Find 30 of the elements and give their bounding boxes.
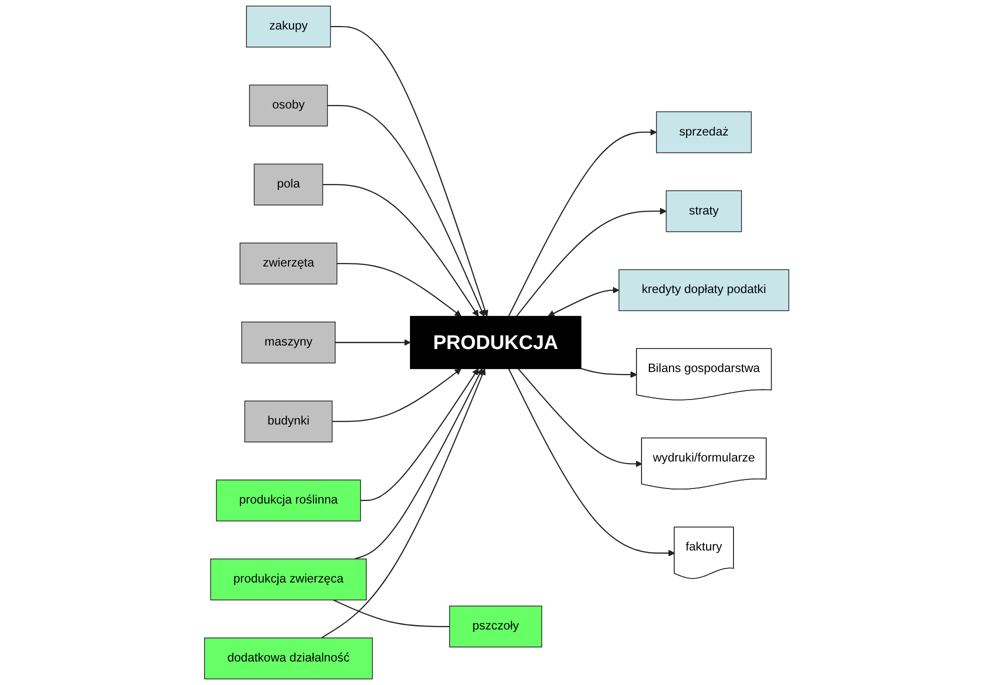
node-box: zakupy — [246, 6, 332, 48]
arrow — [548, 286, 620, 316]
arrow — [332, 368, 462, 422]
node-box: kredyty dopłaty podatki — [618, 269, 790, 312]
node-box: zwierzęta — [240, 242, 338, 284]
node-box: straty — [666, 190, 742, 232]
arrow — [508, 128, 658, 317]
node-box: pszczoły — [450, 606, 542, 648]
node-box: sprzedaż — [656, 111, 752, 154]
arrow — [337, 262, 462, 317]
node-box: pola — [254, 164, 324, 206]
arrow — [516, 208, 667, 317]
arrow — [360, 368, 479, 502]
arrow — [330, 26, 489, 317]
arrow — [328, 105, 486, 317]
arrow — [322, 368, 486, 638]
node-box: produkcja zwierzęca — [210, 558, 367, 600]
connector — [333, 599, 450, 628]
node-box: budynki — [244, 400, 333, 442]
node-box: PRODUKCJA — [410, 316, 582, 370]
arrow — [336, 339, 411, 346]
arrow — [354, 368, 483, 560]
node-box: dodatkowa działalność — [204, 638, 374, 680]
node-box: produkcja roślinna — [216, 480, 362, 522]
arrow — [518, 368, 643, 468]
node-box: maszyny — [242, 322, 336, 364]
arrow — [323, 184, 479, 317]
node-box: osoby — [249, 84, 328, 126]
arrow — [508, 368, 676, 556]
arrow — [581, 368, 638, 378]
